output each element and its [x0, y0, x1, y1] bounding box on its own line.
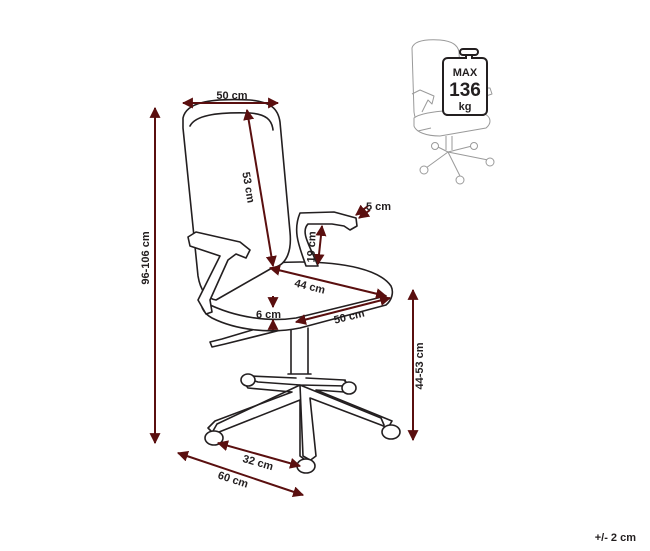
max-weight-badge: MAX 136 kg: [442, 48, 488, 116]
tilt-lever: [209, 321, 282, 348]
chair-drawing: [182, 98, 401, 474]
backrest-width-label: 50 cm: [216, 90, 247, 102]
armrest-height-label: 19 cm: [305, 231, 318, 263]
badge-value-text: 136: [449, 80, 481, 101]
backrest-height-label: 53 cm: [239, 171, 256, 204]
badge-unit-text: kg: [459, 101, 472, 113]
total-height-label: 96-106 cm: [140, 231, 152, 284]
seat-depth-arrow: [268, 264, 388, 300]
armrest-right: [295, 211, 358, 267]
dimension-arrows: [149, 97, 419, 498]
seat-height-label: 44-53 cm: [414, 342, 426, 389]
seat-width-arrow: [294, 295, 392, 325]
chair-base: [204, 373, 401, 474]
armrest-width-label: 5 cm: [366, 201, 391, 213]
seat-thickness-label: 6 cm: [256, 309, 281, 321]
weight-icon: [442, 53, 488, 116]
base-radius-label: 32 cm: [241, 453, 275, 473]
base-width-label: 60 cm: [216, 470, 250, 491]
badge-max-text: MAX: [453, 67, 478, 79]
tolerance-note: +/- 2 cm: [595, 532, 636, 544]
backrest-height-arrow: [243, 108, 277, 268]
armrest-width-arrow-2: [358, 207, 371, 219]
gas-cylinder: [287, 327, 312, 375]
base-width-arrow: [176, 450, 305, 498]
armrest-height-arrow: [313, 224, 327, 266]
